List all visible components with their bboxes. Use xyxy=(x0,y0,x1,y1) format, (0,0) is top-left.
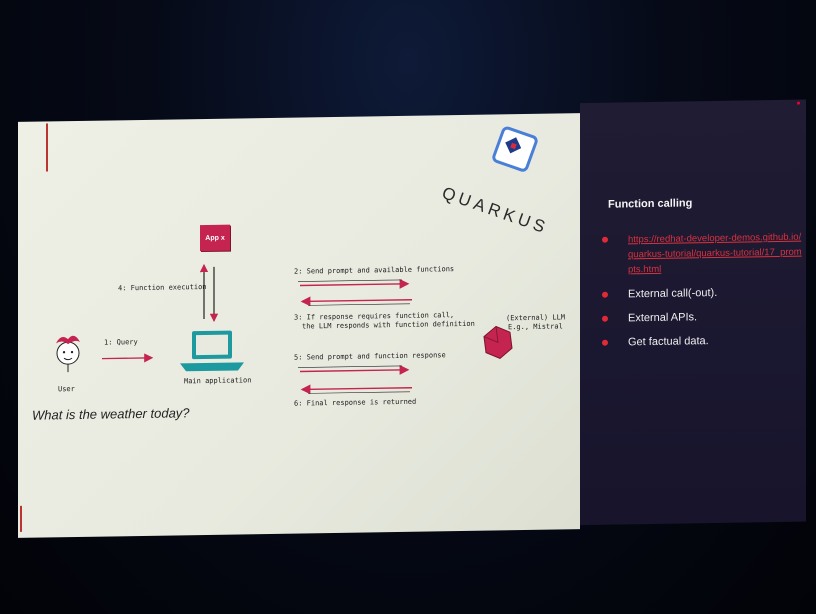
tutorial-link[interactable]: https://redhat-developer-demos.github.io… xyxy=(602,230,802,278)
arrow-step2-right xyxy=(300,279,410,289)
list-item: External call(-out). xyxy=(602,285,802,302)
list-item: Get factual data. xyxy=(602,333,802,350)
panel-title: Function calling xyxy=(608,197,693,211)
projector-screen: QUARKUS App x xyxy=(14,96,806,538)
user-avatar-icon xyxy=(56,335,80,373)
slide-diagram-area: QUARKUS App x xyxy=(18,113,580,538)
arrow-step5-right xyxy=(300,365,410,375)
main-app-label: Main application xyxy=(184,376,252,386)
llm-icon xyxy=(483,325,513,359)
user-label: User xyxy=(58,385,75,394)
list-item: External APIs. xyxy=(602,309,802,326)
diagram-canvas xyxy=(56,263,513,395)
arrow-step6-left xyxy=(300,384,412,395)
query-label: 1: Query xyxy=(104,338,138,347)
arrow-step3-left xyxy=(300,296,412,307)
llm-label-2: E.g., Mistral xyxy=(508,322,563,332)
bullet-list: https://redhat-developer-demos.github.io… xyxy=(602,230,802,360)
query-arrow xyxy=(102,353,154,363)
llm-label-1: (External) LLM xyxy=(506,313,566,323)
example-question: What is the weather today? xyxy=(32,405,190,423)
laptop-icon xyxy=(180,330,244,372)
function-exec-label: 4: Function execution xyxy=(118,282,207,293)
corner-dot xyxy=(797,101,800,105)
slide-info-panel: Function calling https://redhat-develope… xyxy=(580,99,806,526)
